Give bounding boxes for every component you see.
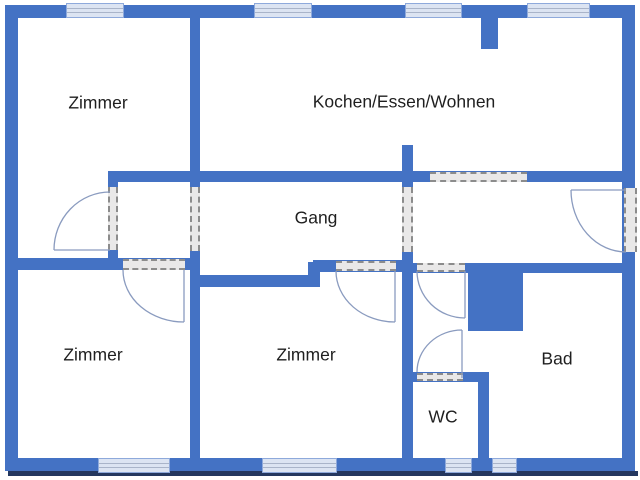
room-label-hallway: Gang bbox=[294, 207, 338, 228]
balcony-door-opening bbox=[624, 188, 637, 252]
window bbox=[66, 3, 124, 18]
window bbox=[254, 3, 312, 18]
door-swing-arc bbox=[53, 191, 111, 251]
wall-stub-kitchen bbox=[481, 18, 498, 49]
room-label-kitchen-living: Kochen/Essen/Wohnen bbox=[312, 91, 496, 112]
interior-wall-bath-top bbox=[412, 263, 622, 273]
interior-wall-wc-right bbox=[478, 372, 489, 458]
door-opening bbox=[402, 187, 413, 252]
interior-wall-central bbox=[402, 145, 413, 458]
door-opening bbox=[430, 172, 527, 182]
room-label-zimmer-bottom-left: Zimmer bbox=[63, 344, 123, 365]
window bbox=[445, 458, 472, 473]
window bbox=[262, 458, 337, 473]
room-label-zimmer-top-left: Zimmer bbox=[68, 92, 128, 113]
door-opening bbox=[417, 263, 465, 272]
window bbox=[527, 3, 590, 18]
door-swing-arc bbox=[335, 270, 396, 323]
window bbox=[492, 458, 517, 473]
room-label-bathroom: Bad bbox=[541, 348, 573, 369]
outer-wall-top bbox=[5, 5, 635, 18]
window bbox=[405, 3, 462, 18]
door-opening bbox=[190, 187, 200, 251]
door-opening bbox=[123, 259, 185, 270]
outer-wall-left bbox=[5, 5, 18, 471]
window bbox=[98, 458, 170, 473]
door-opening bbox=[417, 373, 463, 381]
door-swing-arc bbox=[122, 269, 185, 323]
door-swing-arc bbox=[416, 270, 466, 319]
baseline-shadow bbox=[8, 471, 638, 476]
door-opening bbox=[336, 261, 396, 271]
interior-wall-hall-top bbox=[108, 171, 635, 182]
door-swing-arc bbox=[416, 329, 463, 378]
room-label-toilet: WC bbox=[428, 406, 458, 427]
door-swing-arc bbox=[570, 189, 627, 253]
interior-wall-zimmer-middle-top bbox=[195, 275, 313, 287]
door-opening bbox=[108, 187, 118, 250]
shaft-block bbox=[468, 272, 523, 331]
room-label-zimmer-bottom-middle: Zimmer bbox=[276, 344, 336, 365]
